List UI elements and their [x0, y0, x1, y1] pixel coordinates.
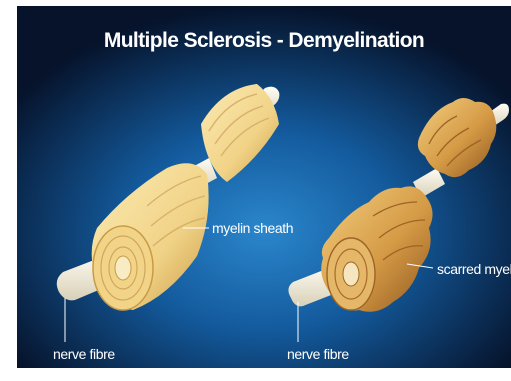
diagram-title: Multiple Sclerosis - Demyelination	[17, 29, 511, 53]
nerve-fibre-right-label: nerve fibre	[287, 346, 349, 362]
demyelination-illustration	[17, 6, 511, 368]
illustration-panel: Multiple Sclerosis - Demyelination myeli…	[17, 6, 511, 368]
myelin-sheath-label: myelin sheath	[212, 220, 293, 236]
scarred-myelin-label: scarred myelin	[437, 261, 511, 277]
nerve-fibre-left-label: nerve fibre	[53, 346, 115, 362]
